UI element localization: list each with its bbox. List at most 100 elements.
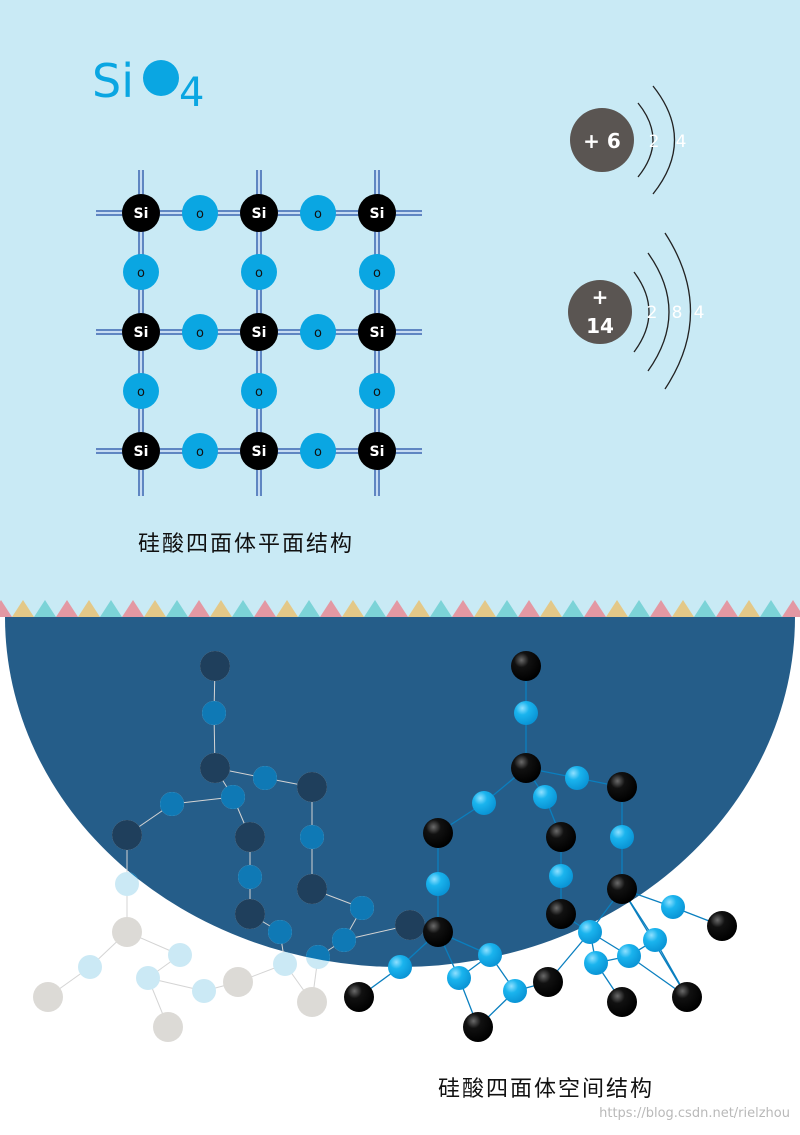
zigzag-triangle <box>628 600 650 617</box>
silicon-label: Si <box>252 325 267 341</box>
oxygen-atom <box>182 314 218 350</box>
zigzag-triangle <box>56 600 78 617</box>
network-silicon-atom <box>607 874 637 904</box>
zigzag-triangle <box>386 600 408 617</box>
network-silicon-atom <box>511 651 541 681</box>
zigzag-triangle <box>430 600 452 617</box>
network-oxygen-atom <box>472 791 496 815</box>
zigzag-triangle <box>298 600 320 617</box>
network-silicon-atom <box>533 967 563 997</box>
zigzag-triangle <box>320 600 342 617</box>
oxygen-nucleus-charge: + 6 <box>583 129 621 153</box>
silicon-label: Si <box>134 444 149 460</box>
network-oxygen-atom <box>388 955 412 979</box>
oxygen-nucleus <box>570 108 634 172</box>
shaded-silicon-atom <box>297 772 327 802</box>
shaded-oxygen-atom <box>268 920 292 944</box>
network-silicon-atom <box>344 982 374 1012</box>
zigzag-triangle <box>254 600 276 617</box>
zigzag-triangle <box>650 600 672 617</box>
ghost-silicon-atom <box>223 967 253 997</box>
shaded-oxygen-atom <box>238 865 262 889</box>
zigzag-triangle <box>716 600 738 617</box>
oxygen-shell-2-count: 4 <box>676 132 687 152</box>
network-oxygen-atom <box>661 895 685 919</box>
oxygen-atom <box>182 195 218 231</box>
silicon-atom <box>358 432 396 470</box>
silicon-shell-3 <box>664 232 692 390</box>
oxygen-label: o <box>255 385 263 400</box>
zigzag-triangle <box>210 600 232 617</box>
network-oxygen-atom <box>610 825 634 849</box>
zigzag-border <box>0 600 800 617</box>
network-oxygen-atom <box>584 951 608 975</box>
network-oxygen-atom <box>617 944 641 968</box>
zigzag-triangle <box>364 600 386 617</box>
ghost-silicon-atom <box>33 982 63 1012</box>
oxygen-atom <box>300 195 336 231</box>
network-silicon-atom <box>423 917 453 947</box>
network-silicon-atom <box>511 753 541 783</box>
silicon-atom <box>358 313 396 351</box>
silicon-label: Si <box>134 206 149 222</box>
oxygen-atom <box>359 254 395 290</box>
oxygen-atom <box>241 254 277 290</box>
shaded-silicon-atom <box>200 651 230 681</box>
silicon-atom <box>358 194 396 232</box>
shaded-oxygen-atom <box>332 928 356 952</box>
silicon-label: Si <box>370 206 385 222</box>
network-silicon-atom <box>463 1012 493 1042</box>
silicon-atom <box>240 194 278 232</box>
oxygen-label: o <box>196 326 204 341</box>
zigzag-triangle <box>0 600 12 617</box>
oxygen-label: o <box>196 445 204 460</box>
zigzag-triangle <box>452 600 474 617</box>
network-oxygen-atom <box>533 785 557 809</box>
silicon-nucleus-number: 14 <box>586 314 614 338</box>
spatial-structure-caption: 硅酸四面体空间结构 <box>438 1077 655 1102</box>
zigzag-triangle <box>100 600 122 617</box>
silicon-label: Si <box>252 444 267 460</box>
zigzag-triangle <box>738 600 760 617</box>
ghost-oxygen-atom <box>192 979 216 1003</box>
zigzag-triangle <box>144 600 166 617</box>
network-oxygen-atom <box>549 864 573 888</box>
oxygen-label: o <box>314 445 322 460</box>
formula-subscript: 4 <box>179 70 204 116</box>
silicon-atom <box>240 313 278 351</box>
network-oxygen-atom <box>478 943 502 967</box>
oxygen-label: o <box>373 385 381 400</box>
ghost-oxygen-atom <box>115 872 139 896</box>
zigzag-triangle <box>606 600 628 617</box>
sio4-formula: Si 4 <box>92 54 204 116</box>
ghost-oxygen-atom <box>78 955 102 979</box>
zigzag-triangle <box>232 600 254 617</box>
oxygen-atom-model: + 6 2 4 <box>570 85 687 195</box>
silicon-shell-3-count: 4 <box>694 303 705 323</box>
network-silicon-atom <box>546 899 576 929</box>
shaded-oxygen-atom <box>253 766 277 790</box>
oxygen-label: o <box>373 266 381 281</box>
shaded-silicon-atom <box>395 910 425 940</box>
oxygen-label: o <box>314 326 322 341</box>
zigzag-triangle <box>672 600 694 617</box>
oxygen-shell-1 <box>637 102 654 178</box>
network-silicon-atom <box>672 982 702 1012</box>
deep-bowl <box>5 617 795 967</box>
silicon-atom <box>240 432 278 470</box>
watermark: https://blog.csdn.net/rielzhou <box>599 1106 790 1121</box>
network-silicon-atom <box>423 818 453 848</box>
shaded-oxygen-atom <box>221 785 245 809</box>
shaded-oxygen-atom <box>350 896 374 920</box>
oxygen-shell-2 <box>652 85 676 195</box>
zigzag-triangle <box>122 600 144 617</box>
network-oxygen-atom <box>503 979 527 1003</box>
zigzag-triangle <box>562 600 584 617</box>
silicon-atom <box>122 432 160 470</box>
network-oxygen-atom <box>514 701 538 725</box>
zigzag-triangle <box>166 600 188 617</box>
zigzag-triangle <box>342 600 364 617</box>
formula-element: Si <box>92 54 134 108</box>
zigzag-triangle <box>34 600 56 617</box>
